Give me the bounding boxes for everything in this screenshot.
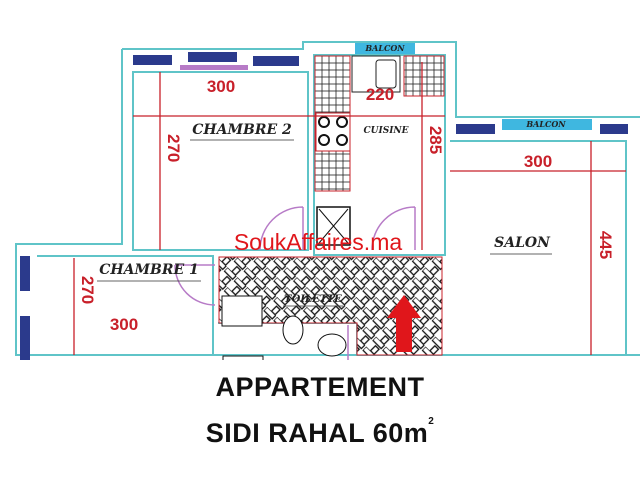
svg-text:300: 300 xyxy=(207,77,235,96)
dimension-labels: 300 220 270 285 300 445 300 270 xyxy=(78,77,615,334)
windows xyxy=(20,52,628,360)
room-label-chambre2: CHAMBRE 2 xyxy=(192,122,292,138)
doors xyxy=(174,206,416,360)
svg-text:BALCON: BALCON xyxy=(364,43,405,53)
kitchen-counter xyxy=(314,55,445,246)
watermark: SoukAffaires.ma xyxy=(234,229,403,255)
walls xyxy=(15,41,640,356)
toilet-fixtures xyxy=(221,295,347,360)
room-label-salon: SALON xyxy=(494,235,551,251)
dimension-lines xyxy=(73,62,626,355)
balcon-salon: BALCON xyxy=(502,119,592,130)
room-label-toilette: TOILETTE xyxy=(284,294,342,305)
svg-text:270: 270 xyxy=(78,276,97,304)
svg-text:BALCON: BALCON xyxy=(525,119,566,129)
room-label-chambre1: CHAMBRE 1 xyxy=(99,262,198,278)
room-label-cuisine: CUISINE xyxy=(363,126,408,136)
svg-text:300: 300 xyxy=(110,315,138,334)
svg-text:300: 300 xyxy=(524,152,552,171)
stove-burner-icon xyxy=(318,116,330,128)
balcon-kitchen: BALCON xyxy=(355,43,415,54)
svg-text:445: 445 xyxy=(596,231,615,259)
svg-text:220: 220 xyxy=(366,85,394,104)
svg-text:270: 270 xyxy=(164,134,183,162)
caption-line1: APPARTEMENT xyxy=(215,372,425,402)
floor-plan: BALCON BALCON xyxy=(15,41,640,360)
caption-line2: SIDI RAHAL 60m2 xyxy=(205,416,435,448)
entrance-arrow-icon xyxy=(387,295,421,352)
svg-text:285: 285 xyxy=(426,126,445,154)
